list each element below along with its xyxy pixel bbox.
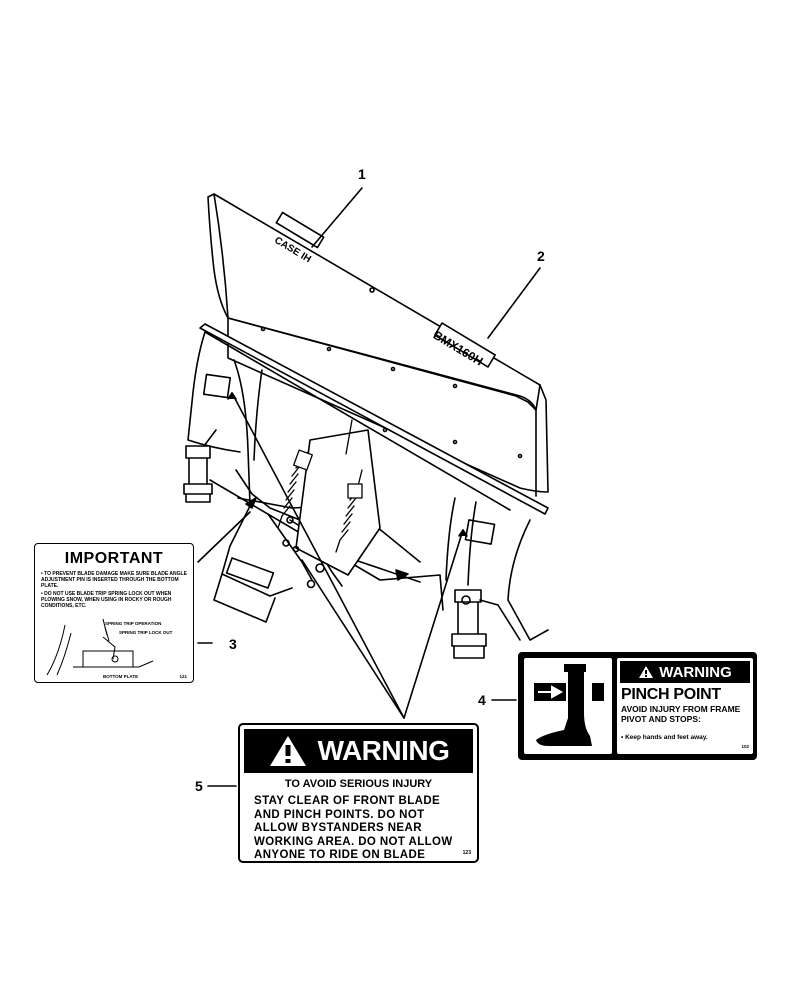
skid-shoe-left <box>183 429 217 503</box>
trip-springs <box>277 419 363 553</box>
spring-trip-diagram <box>46 618 154 676</box>
bottom-plate-label: BOTTOM PLATE <box>103 674 139 679</box>
warning-body: STAY CLEAR OF FRONT BLADE AND PINCH POIN… <box>254 795 453 861</box>
important-line-2: • DO NOT USE BLADE TRIP SPRING LOCK OUT … <box>41 591 172 609</box>
pinch-warning-bar: WARNING <box>620 661 750 683</box>
warning-code: 123 <box>462 850 471 856</box>
pinch-heading: PINCH POINT <box>621 686 721 703</box>
important-title: IMPORTANT <box>64 550 164 567</box>
important-decal: IMPORTANT • TO PREVENT BLADE DAMAGE MAKE… <box>34 543 194 683</box>
pinch-point-decal: WARNING PINCH POINT AVOID INJURY FROM FR… <box>518 652 757 760</box>
callout-1: 1 <box>358 166 366 182</box>
alert-triangle-icon <box>269 736 306 766</box>
pinch-avoid-text: AVOID INJURY FROM FRAME PIVOT AND STOPS: <box>621 704 741 724</box>
important-code: 121 <box>179 674 187 679</box>
pinch-code: 102 <box>741 744 749 749</box>
warning-subheading: TO AVOID SERIOUS INJURY <box>284 778 433 790</box>
decal-1-case-ih <box>275 211 325 249</box>
serious-injury-warning-decal: WARNING TO AVOID SERIOUS INJURY STAY CLE… <box>238 723 479 863</box>
callout-4: 4 <box>478 692 486 708</box>
warning-title: WARNING <box>317 735 450 766</box>
decal-2-bmx160h <box>434 322 496 368</box>
boot-pinch-icon <box>524 658 612 754</box>
spring-trip-operation-label: SPRING TRIP OPERATION <box>105 621 162 626</box>
alert-triangle-icon <box>639 666 654 678</box>
pinch-warning-text: WARNING <box>659 663 732 681</box>
skid-shoe-right <box>451 589 521 659</box>
callout-2: 2 <box>537 248 545 264</box>
pinch-hands-text: • Keep hands and feet away. <box>621 734 708 741</box>
moldboard <box>207 193 549 497</box>
important-line-1: • TO PREVENT BLADE DAMAGE MAKE SURE BLAD… <box>41 571 187 589</box>
spring-trip-lock-out-label: SPRING TRIP LOCK OUT <box>119 630 173 635</box>
warning-bar: WARNING <box>244 729 473 773</box>
callout-3: 3 <box>229 636 237 652</box>
pinch-text-panel: WARNING PINCH POINT AVOID INJURY FROM FR… <box>617 658 753 754</box>
callout-5: 5 <box>195 778 203 794</box>
